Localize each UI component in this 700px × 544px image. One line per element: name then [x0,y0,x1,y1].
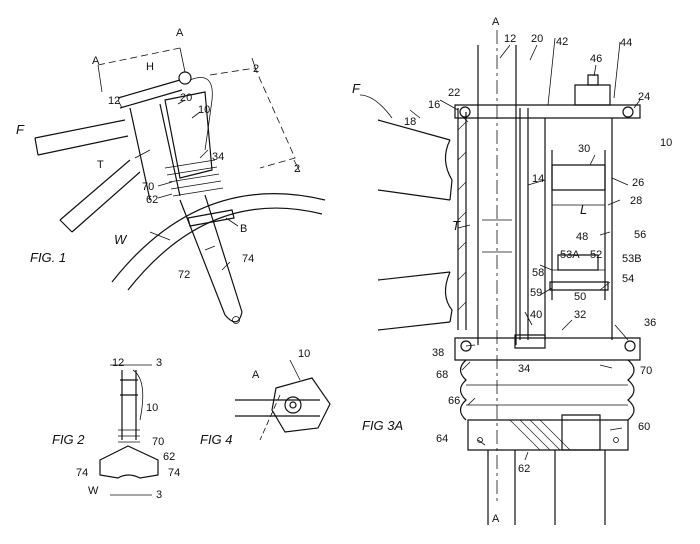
fig1-label-70: 70 [142,181,154,193]
fig3a-label-24: 24 [638,91,650,103]
fig2-label-10: 10 [146,402,158,414]
fig3a-drawing [359,30,641,525]
fig3a-label-10: 10 [660,137,672,149]
fig1-label-A-left: A [92,55,100,67]
fig3a-label-28: 28 [630,195,642,207]
fig4-caption: FIG 4 [200,432,233,447]
fig1-label-F: F [16,122,25,137]
fig1-label-62: 62 [146,194,158,206]
fig1-label-B: B [240,223,247,235]
fig3a-label-26: 26 [632,177,644,189]
fig3a-label-34: 34 [518,363,530,375]
fig1-label-T: T [97,159,104,171]
fig3a-label-36: 36 [644,317,656,329]
fig3a-label-38: 38 [432,347,444,359]
fig1-label-72: 72 [178,269,190,281]
fig1-label-74: 74 [242,253,254,265]
fig1-label-20: 20 [180,92,192,104]
fig3a-label-52: 52 [590,249,602,261]
fig3a-label-16: 16 [428,99,440,111]
fig2-label-74-left: 74 [76,467,88,479]
fig2-label-3-bottom: 3 [156,489,162,501]
fig3a-label-66: 66 [448,395,460,407]
fig3a-label-59: 59 [530,287,542,299]
fig2-label-12: 12 [112,357,124,369]
fig4-label-10: 10 [298,348,310,360]
fig3a-label-20: 20 [531,33,543,45]
fig4-drawing [235,359,331,441]
fig3a-label-L: L [580,202,587,217]
fig2-label-62: 62 [163,451,175,463]
fig3a-label-42: 42 [556,36,568,48]
fig1-drawing [34,47,326,324]
fig3a-label-58: 58 [532,267,544,279]
fig1-label-12: 12 [108,95,120,107]
fig1-label-2-top: 2 [253,63,259,75]
fig3a-label-60: 60 [638,421,650,433]
fig3a-label-A-bottom: A [492,513,500,525]
fig3a-label-54: 54 [622,273,634,285]
fig2-label-70: 70 [152,436,164,448]
fig4-label-A: A [252,369,260,381]
fig3a-label-62: 62 [518,463,530,475]
fig3a-label-14: 14 [532,173,544,185]
fig3a-label-48: 48 [576,231,588,243]
fig3a-label-44: 44 [620,37,632,49]
fig3a-label-46: 46 [590,53,602,65]
fig3a-label-50: 50 [574,291,586,303]
fig2-label-3-top: 3 [156,357,162,369]
fig1-label-H: H [146,61,154,73]
fig2-label-74-right: 74 [168,467,180,479]
fig3a-label-53A: 53A [560,249,580,261]
fig3a-label-32: 32 [574,309,586,321]
fig3a-label-68: 68 [436,369,448,381]
fig1-label-10: 10 [198,104,210,116]
fig3a-label-64: 64 [436,433,448,445]
fig1-label-34: 34 [212,151,224,163]
fig3a-label-30: 30 [578,143,590,155]
fig1-label-A-right: A [176,27,184,39]
fig3a-label-53B: 53B [622,253,642,265]
fig3a-label-12: 12 [504,33,516,45]
fig2-caption: FIG 2 [52,432,85,447]
fig2-label-W: W [88,485,99,497]
fig3a-label-A-top: A [492,16,500,28]
fig3a-label-70: 70 [640,365,652,377]
fig3a-label-T: T [452,218,461,233]
fig1-label-W: W [114,232,128,247]
fig3a-caption: FIG 3A [362,418,403,433]
fig3a-label-22: 22 [448,87,460,99]
fig3a-label-40: 40 [530,309,542,321]
fig1-caption: FIG. 1 [30,250,66,265]
fig2-drawing [99,364,159,496]
fig3a-label-F: F [352,81,361,96]
fig3a-label-56: 56 [634,229,646,241]
fig1-label-2-bottom: 2 [294,163,300,175]
fig3a-label-18: 18 [404,116,416,128]
